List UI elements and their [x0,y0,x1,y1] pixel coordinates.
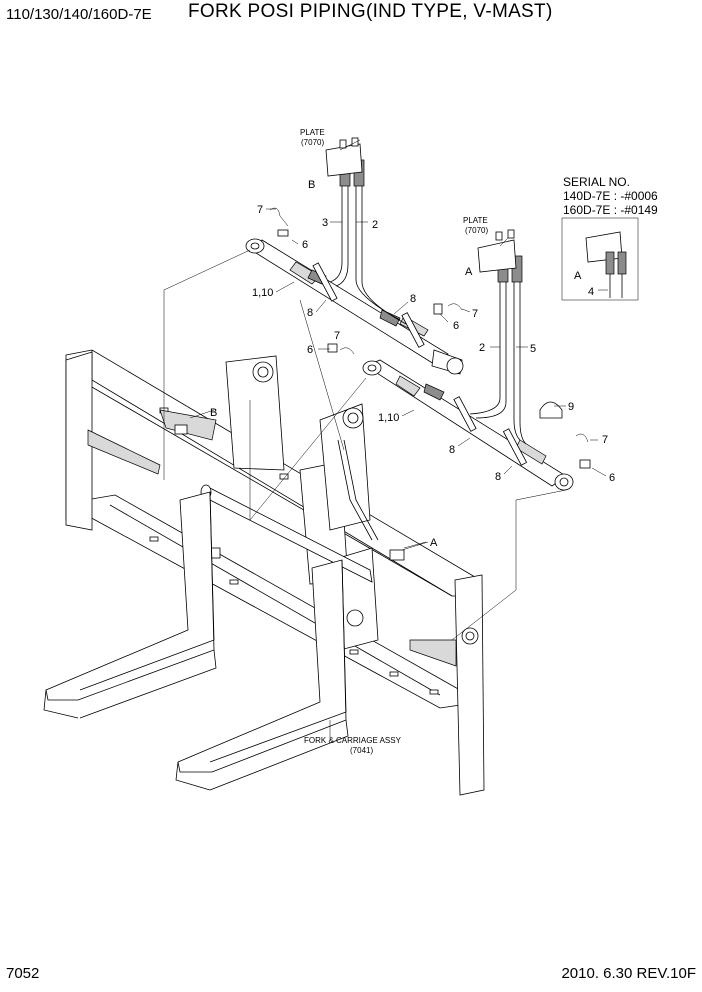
callout-leaders [266,139,607,740]
callout-7: 7 [472,308,478,320]
page-title: FORK POSI PIPING(IND TYPE, V-MAST) [188,1,553,22]
callout-9: 9 [568,401,574,413]
hoses-top [325,137,407,325]
fork-right [175,559,349,791]
callout-6: 6 [307,344,313,356]
hoses-right [469,229,527,445]
plate-right-name: PLATE [463,216,488,225]
serial-title: SERIAL NO. [563,175,630,189]
part-callouts: 7 6 3 2 1,10 8 8 6 7 7 6 2 5 1,10 9 8 8 … [252,204,615,484]
plate-top-code: (7070) [301,138,324,147]
pins-and-clips [269,207,591,469]
model-number: 110/130/140/160D-7E [6,6,152,23]
carriage-code: (7041) [350,746,373,755]
fork-left [43,491,217,719]
callout-6: 6 [609,472,615,484]
callout-1-10: 1,10 [378,412,399,424]
callout-7: 7 [334,330,340,342]
serial-inset [561,217,639,301]
posi-cylinder-upper [245,238,464,375]
callout-1-10: 1,10 [252,287,273,299]
callout-3: 3 [322,217,328,229]
callout-8: 8 [449,444,455,456]
posi-cylinder-lower [362,359,574,491]
callout-8: 8 [410,293,416,305]
plate-top-name: PLATE [300,128,325,137]
marker-b-frame: B [210,407,217,419]
callout-4: 4 [588,286,594,298]
serial-note: SERIAL NO. 140D-7E : -#0006 160D-7E : -#… [563,175,658,217]
marker-a-frame: A [430,537,438,549]
callout-6: 6 [453,320,459,332]
page-number: 7052 [6,965,40,982]
callout-7: 7 [257,204,263,216]
fork-carriage-frame [65,349,485,796]
serial-line-2: 160D-7E : -#0149 [563,203,658,217]
revision-date: 2010. 6.30 REV.10F [561,965,696,982]
marker-a-plate: A [465,266,473,278]
plate-right-code: (7070) [465,226,488,235]
callout-7: 7 [602,434,608,446]
callout-8: 8 [307,307,313,319]
marker-b-top: B [308,179,315,191]
reference-lines [163,249,567,641]
carriage-name: FORK & CARRIAGE ASSY [304,736,402,745]
marker-a-inset: A [574,270,582,282]
view-markers: B B A A A [210,179,582,549]
callout-5: 5 [530,343,536,355]
callout-2: 2 [479,342,485,354]
reference-labels: PLATE (7070) PLATE (7070) FORK & CARRIAG… [300,128,488,755]
serial-line-1: 140D-7E : -#0006 [563,189,658,203]
callout-8: 8 [495,471,501,483]
callout-6: 6 [302,239,308,251]
callout-2: 2 [372,219,378,231]
